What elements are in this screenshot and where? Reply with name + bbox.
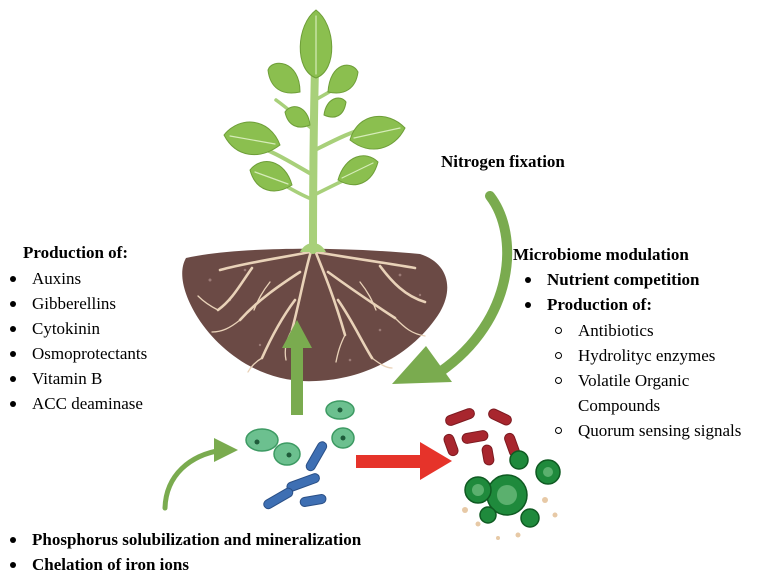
nitrogen-fixation-label: Nitrogen fixation bbox=[441, 152, 565, 171]
nitrogen-arrow bbox=[392, 191, 513, 384]
sub-list-item: Antibiotics bbox=[552, 318, 741, 343]
pathogen-rods bbox=[443, 408, 520, 466]
sub-list-item-continued: Compounds bbox=[578, 396, 661, 415]
stem-base bbox=[300, 243, 326, 252]
list-item: Gibberellins bbox=[6, 291, 147, 316]
red-arrow bbox=[356, 442, 452, 480]
fungus-clusters bbox=[464, 450, 561, 528]
sub-list-item: Volatile Organic bbox=[552, 368, 741, 393]
roots bbox=[216, 246, 427, 360]
sub-list-item: Hydrolityc enzymes bbox=[552, 343, 741, 368]
bottom-left-arrow bbox=[162, 438, 238, 511]
list-item: ACC deaminase bbox=[6, 391, 147, 416]
leaf-veins bbox=[229, 15, 401, 185]
list-item: Production of: bbox=[521, 292, 700, 317]
blue-rod-bacteria bbox=[263, 441, 328, 510]
sub-list-item: Quorum sensing signals bbox=[552, 418, 741, 443]
list-item: Auxins bbox=[6, 266, 147, 291]
list-item: Vitamin B bbox=[6, 366, 147, 391]
list-item: Phosphorus solubilization and mineraliza… bbox=[6, 527, 361, 552]
right-heading: Microbiome modulation bbox=[513, 245, 689, 264]
list-item: Osmoprotectants bbox=[6, 341, 147, 366]
list-item: Chelation of iron ions bbox=[6, 552, 361, 577]
spore-dots bbox=[462, 497, 558, 540]
bottom-list: Phosphorus solubilization and mineraliza… bbox=[6, 527, 361, 577]
list-item: Nutrient competition bbox=[521, 267, 700, 292]
soil-mound bbox=[182, 248, 448, 382]
list-item: Cytokinin bbox=[6, 316, 147, 341]
left-list: Auxins Gibberellins Cytokinin Osmoprotec… bbox=[6, 266, 147, 416]
right-sub-list: Antibiotics Hydrolityc enzymes Volatile … bbox=[552, 318, 741, 443]
left-heading: Production of: bbox=[23, 243, 128, 262]
fine-roots bbox=[197, 281, 426, 373]
right-list: Nutrient competition Production of: bbox=[521, 267, 700, 317]
up-arrow bbox=[282, 320, 312, 415]
beneficial-bacteria bbox=[245, 400, 355, 466]
